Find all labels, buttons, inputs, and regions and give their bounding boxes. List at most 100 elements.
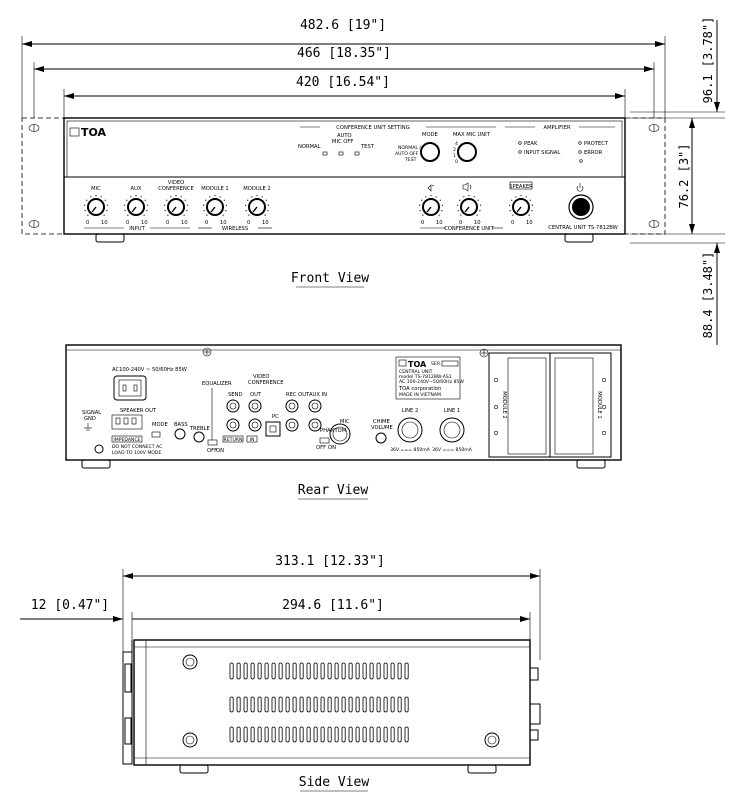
dim-height-panel: 76.2 [3"] [677,143,691,208]
mode-knob[interactable] [420,142,440,162]
rca-jack[interactable] [285,418,299,432]
phantom-switch[interactable] [319,437,330,444]
max-mic-label: MAX MIC UNIT [453,132,491,138]
vent-slot [299,662,304,680]
warn2: LOAD TO 100V MODE [112,450,161,456]
module2-slot[interactable] [507,357,547,455]
treble-label: TREBLE [189,426,210,432]
peak-label: PEAK [524,141,538,147]
power-button[interactable] [572,198,590,216]
rca-jack[interactable] [248,418,262,432]
wireless-group-label: WIRELESS [222,226,248,232]
dim-side-depth: 313.1 [12.33"] [275,554,385,569]
scale-ten: 10 [526,220,533,226]
toa-logo: TOA [69,126,107,139]
vent-slot [292,662,297,680]
max-mic-knob[interactable] [457,142,477,162]
dim-front-low: 420 [16.54"] [296,75,390,90]
vent-slot [285,726,290,743]
rca-jack[interactable] [226,418,240,432]
rca-jack[interactable] [226,399,240,413]
speaker-volume-icon [462,182,472,192]
vent-slot [362,662,367,680]
label-line5: MADE IN VIETNAM [399,392,441,398]
scale-zero: 0 [421,220,424,226]
svg-text:2: 2 [453,147,456,153]
vent-slot [243,726,248,743]
treble-knob[interactable] [193,431,205,443]
ac-inlet[interactable] [113,375,147,401]
vent-slot [313,696,318,713]
scale-zero: 0 [511,220,514,226]
vent-slot [257,696,262,713]
line2-spec: 36V === 850mA [390,447,431,453]
bass-label: BASS [174,422,188,428]
vent-slot [264,696,269,713]
mode-switch[interactable] [151,431,161,438]
chime-knob[interactable] [375,432,387,444]
vent-slot [362,696,367,713]
vent-slot [334,696,339,713]
send-label: SEND [228,392,242,398]
normal-led [322,151,328,156]
vent-slot [348,662,353,680]
error-label: ERROR [584,150,603,156]
normal-label: NORMAL [298,144,321,150]
rear-view-title: Rear View [298,483,369,498]
module1-slot[interactable] [554,357,594,455]
vent-slot [264,726,269,743]
scale-ten: 10 [262,220,269,226]
rca-jack[interactable] [248,399,262,413]
input-group-label: INPUT [129,226,145,232]
vent-slot [376,662,381,680]
rca-jack[interactable] [308,418,322,432]
signal-gnd-2: GND [84,416,96,422]
conference-unit-label: CONFERENCE UNIT [444,226,494,232]
line1-spec: 36V === 850mA [432,447,473,453]
speaker-knob[interactable]: 0 10 [509,194,534,226]
mic-off-label: MIC OFF [332,139,353,145]
screw-icon [202,347,489,358]
rear-brand: TOA [408,360,427,369]
vent-slot [285,662,290,680]
rear-video-conf-2: CONFERENCE [248,380,284,386]
vent-slot [306,662,311,680]
mic-xlr[interactable] [329,423,351,445]
phantom-label: PHANTOM [320,428,346,434]
scale-zero: 0 [86,220,89,226]
vent-slot [376,726,381,743]
module2-rear-label: MODULE 2 [501,391,507,418]
impedance-label: IMPEDANCE [113,437,140,443]
equalizer-label: EQUALIZER [202,381,232,387]
vent-slot [390,726,395,743]
vent-slots [229,662,409,743]
vent-slot [327,726,332,743]
conf-setting-label: CONFERENCE UNIT SETTING [336,125,409,131]
vent-slot [271,726,276,743]
gnd-terminal[interactable] [94,444,104,454]
rca-jack[interactable] [285,399,299,413]
test-label: TEST [360,144,375,150]
pc-label: PC [272,414,279,420]
vent-slot [341,662,346,680]
rca-jack[interactable] [308,399,322,413]
vent-slot [229,662,234,680]
line1-connector[interactable] [439,417,465,443]
vent-slot [271,662,276,680]
eq-switch[interactable] [207,439,218,446]
speaker-terminal[interactable] [111,414,143,430]
usb-port[interactable] [265,421,281,437]
bass-knob[interactable] [174,428,186,440]
scale-ten: 10 [220,220,227,226]
line2-connector[interactable] [397,417,423,443]
scale-ten: 10 [474,220,481,226]
